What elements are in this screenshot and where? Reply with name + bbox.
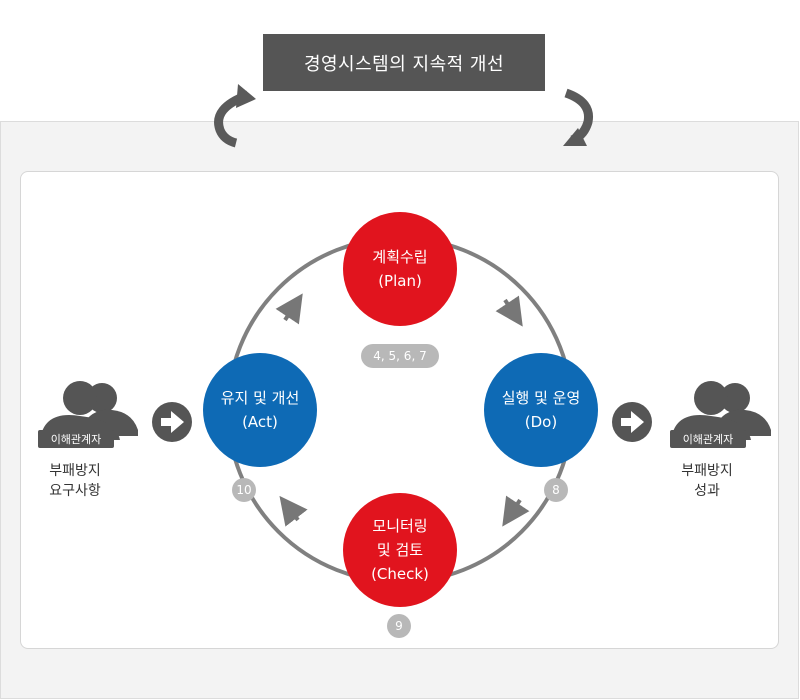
badge-plan: 4, 5, 6, 7 (361, 344, 439, 368)
caption-right: 부패방지 성과 (662, 461, 752, 501)
node-act-line2: (Act) (242, 413, 278, 431)
cycle-arrow-right-icon (563, 88, 594, 146)
title-bar: 경영시스템의 지속적 개선 (263, 34, 545, 91)
caption-right-line2: 성과 (694, 483, 720, 499)
badge-do: 8 (544, 478, 568, 502)
node-check-line3: (Check) (371, 565, 429, 583)
node-check: 모니터링 및 검토 (Check) (343, 493, 457, 607)
ring-arrow-act-plan-icon (275, 293, 303, 325)
caption-left: 부패방지 요구사항 (30, 461, 120, 501)
node-do: 실행 및 운영 (Do) (484, 353, 598, 467)
node-plan-line2: (Plan) (378, 272, 422, 290)
node-check-line1: 모니터링 (372, 517, 428, 535)
people-icon-right (671, 381, 771, 440)
node-check-line2: 및 검토 (376, 541, 424, 559)
right-arrow-circle-icon-left (152, 402, 192, 442)
ring-arrow-do-check-icon (502, 495, 530, 527)
node-do-line1: 실행 및 운영 (501, 389, 581, 407)
title-text: 경영시스템의 지속적 개선 (303, 53, 505, 75)
caption-left-line1: 부패방지 (49, 463, 101, 479)
ring-arrow-check-act-icon (279, 495, 308, 527)
node-act: 유지 및 개선 (Act) (203, 353, 317, 467)
node-do-line2: (Do) (524, 413, 558, 431)
stakeholder-label-left: 이해관계자 (38, 430, 114, 448)
badge-act: 10 (232, 478, 256, 502)
node-plan: 계획수립 (Plan) (343, 212, 457, 326)
right-arrow-circle-icon-right (612, 402, 652, 442)
cycle-arrow-left-icon (214, 84, 256, 148)
caption-right-line1: 부패방지 (681, 463, 733, 479)
node-act-line1: 유지 및 개선 (220, 389, 300, 407)
ring-arrow-plan-do-icon (495, 295, 523, 327)
badge-check: 9 (387, 614, 411, 638)
caption-left-line2: 요구사항 (49, 483, 101, 499)
node-plan-line1: 계획수립 (372, 248, 428, 266)
stakeholder-label-right: 이해관계자 (670, 430, 746, 448)
